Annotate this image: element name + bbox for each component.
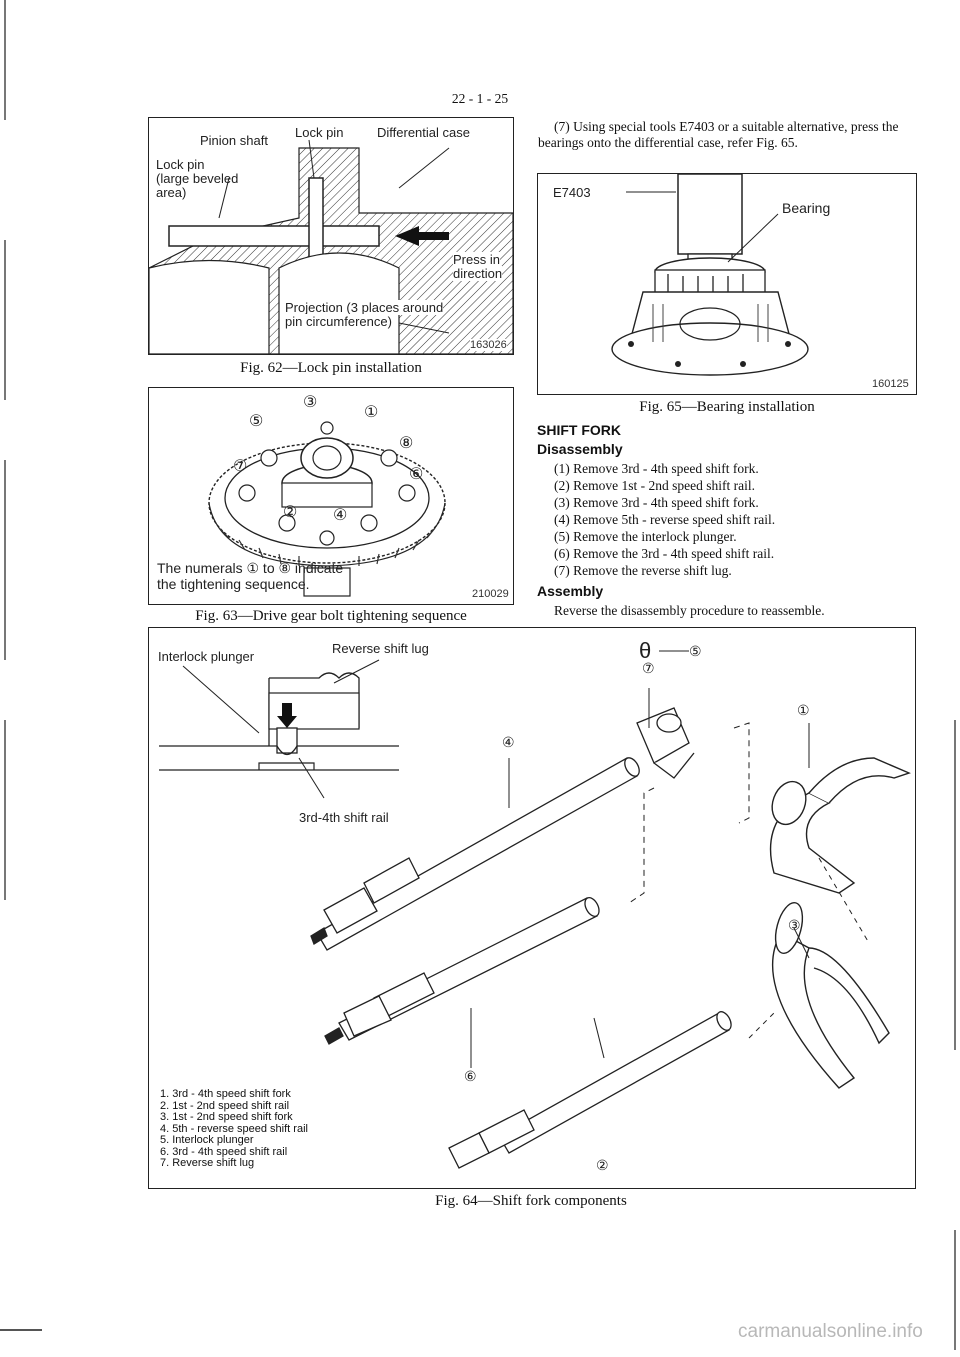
disassembly-step: (4) Remove 5th - reverse speed shift rai… bbox=[554, 512, 776, 527]
callout-3: ③ bbox=[788, 917, 801, 933]
disassembly-step: (2) Remove 1st - 2nd speed shift rail. bbox=[554, 478, 755, 493]
label-press-direction: Press in bbox=[453, 252, 500, 267]
label-lock-pin-beveled: area) bbox=[156, 185, 187, 200]
label-bearing: Bearing bbox=[782, 200, 831, 216]
fig62-caption: Fig. 62—Lock pin installation bbox=[240, 360, 422, 376]
seq-3: ③ bbox=[303, 394, 318, 411]
figure-number: 163026 bbox=[470, 339, 507, 351]
disassembly-title: Disassembly bbox=[537, 441, 623, 457]
legend-item: 6. 3rd - 4th speed shift rail bbox=[160, 1145, 288, 1158]
legend-item: 5. Interlock plunger bbox=[160, 1134, 254, 1146]
seq-6: ⑥ bbox=[409, 466, 424, 483]
margin-mark bbox=[4, 240, 6, 400]
label-projection: pin circumference) bbox=[285, 314, 392, 329]
intro-paragraph: (7) Using special tools E7403 or a suita… bbox=[538, 119, 899, 150]
legend-item: 1. 3rd - 4th speed shift fork bbox=[160, 1088, 291, 1100]
callout-4: ④ bbox=[502, 734, 515, 750]
legend-item: 3. 1st - 2nd speed shift fork bbox=[160, 1111, 293, 1123]
fig63-caption: Fig. 63—Drive gear bolt tightening seque… bbox=[195, 608, 467, 624]
margin-mark bbox=[954, 720, 956, 1050]
legend-item: 7. Reverse shift lug bbox=[160, 1157, 255, 1169]
seq-1: ① bbox=[364, 404, 379, 421]
margin-mark bbox=[4, 0, 6, 120]
margin-mark bbox=[0, 1329, 42, 1331]
assembly-title: Assembly bbox=[537, 583, 604, 599]
label-press-direction: direction bbox=[453, 266, 503, 281]
margin-mark bbox=[4, 460, 6, 660]
label-lock-pin-beveled: (large beveled bbox=[156, 171, 239, 186]
watermark: carmanualsonline.info bbox=[738, 1321, 923, 1342]
seq-8: ⑧ bbox=[399, 435, 414, 452]
fig64-frame: θ bbox=[148, 627, 916, 1189]
legend-item: 4. 5th - reverse speed shift rail bbox=[160, 1122, 308, 1135]
fig64-legend: 1. 3rd - 4th speed shift fork 2. 1st - 2… bbox=[160, 1088, 420, 1170]
disassembly-step: (5) Remove the interlock plunger. bbox=[554, 529, 737, 544]
shift-fork-diagram: θ bbox=[159, 638, 911, 1169]
callout-7: ⑦ bbox=[642, 660, 655, 676]
fig63-note: the tightening sequence. bbox=[157, 576, 310, 592]
figure-number: 210029 bbox=[472, 588, 509, 600]
page-number: 22 - 1 - 25 bbox=[451, 91, 509, 106]
callout-1: ① bbox=[797, 702, 810, 718]
seq-2: ② bbox=[283, 504, 298, 521]
bearing-installation-diagram bbox=[611, 174, 809, 376]
label-pinion-shaft: Pinion shaft bbox=[200, 133, 268, 148]
disassembly-step: (3) Remove 3rd - 4th speed shift fork. bbox=[554, 495, 759, 510]
label-interlock-plunger: Interlock plunger bbox=[158, 649, 255, 664]
drive-gear-diagram bbox=[208, 421, 446, 597]
seq-7: ⑦ bbox=[233, 458, 248, 475]
label-differential-case: Differential case bbox=[377, 125, 470, 140]
fig63-frame bbox=[148, 387, 514, 605]
disassembly-step: (1) Remove 3rd - 4th speed shift fork. bbox=[554, 461, 759, 476]
svg-text:θ: θ bbox=[639, 638, 651, 663]
label-lock-pin: Lock pin bbox=[295, 125, 344, 140]
fig65-frame bbox=[537, 173, 917, 395]
fig64-caption: Fig. 64—Shift fork components bbox=[435, 1193, 627, 1209]
margin-mark bbox=[4, 720, 6, 900]
disassembly-step: (6) Remove the 3rd - 4th speed shift rai… bbox=[554, 546, 775, 561]
callout-6: ⑥ bbox=[464, 1068, 477, 1084]
legend-item: 2. 1st - 2nd speed shift rail bbox=[160, 1099, 290, 1112]
label-tool: E7403 bbox=[553, 185, 591, 200]
seq-5: ⑤ bbox=[249, 413, 264, 430]
seq-4: ④ bbox=[333, 507, 348, 524]
label-reverse-shift-lug: Reverse shift lug bbox=[332, 641, 429, 656]
section-title: SHIFT FORK bbox=[537, 422, 621, 438]
margin-mark bbox=[954, 1230, 956, 1350]
disassembly-step: (7) Remove the reverse shift lug. bbox=[554, 563, 732, 578]
label-projection: Projection (3 places around bbox=[285, 300, 444, 315]
figure-number: 160125 bbox=[872, 378, 909, 390]
assembly-text: Reverse the disassembly procedure to rea… bbox=[554, 603, 825, 618]
callout-5: ⑤ bbox=[689, 643, 702, 659]
label-lock-pin-beveled: Lock pin bbox=[156, 157, 205, 172]
label-rail-34: 3rd-4th shift rail bbox=[299, 810, 389, 825]
fig63-note: The numerals ① to ⑧ indicate bbox=[157, 560, 344, 576]
callout-2: ② bbox=[596, 1157, 609, 1173]
fig65-caption: Fig. 65—Bearing installation bbox=[639, 399, 815, 415]
